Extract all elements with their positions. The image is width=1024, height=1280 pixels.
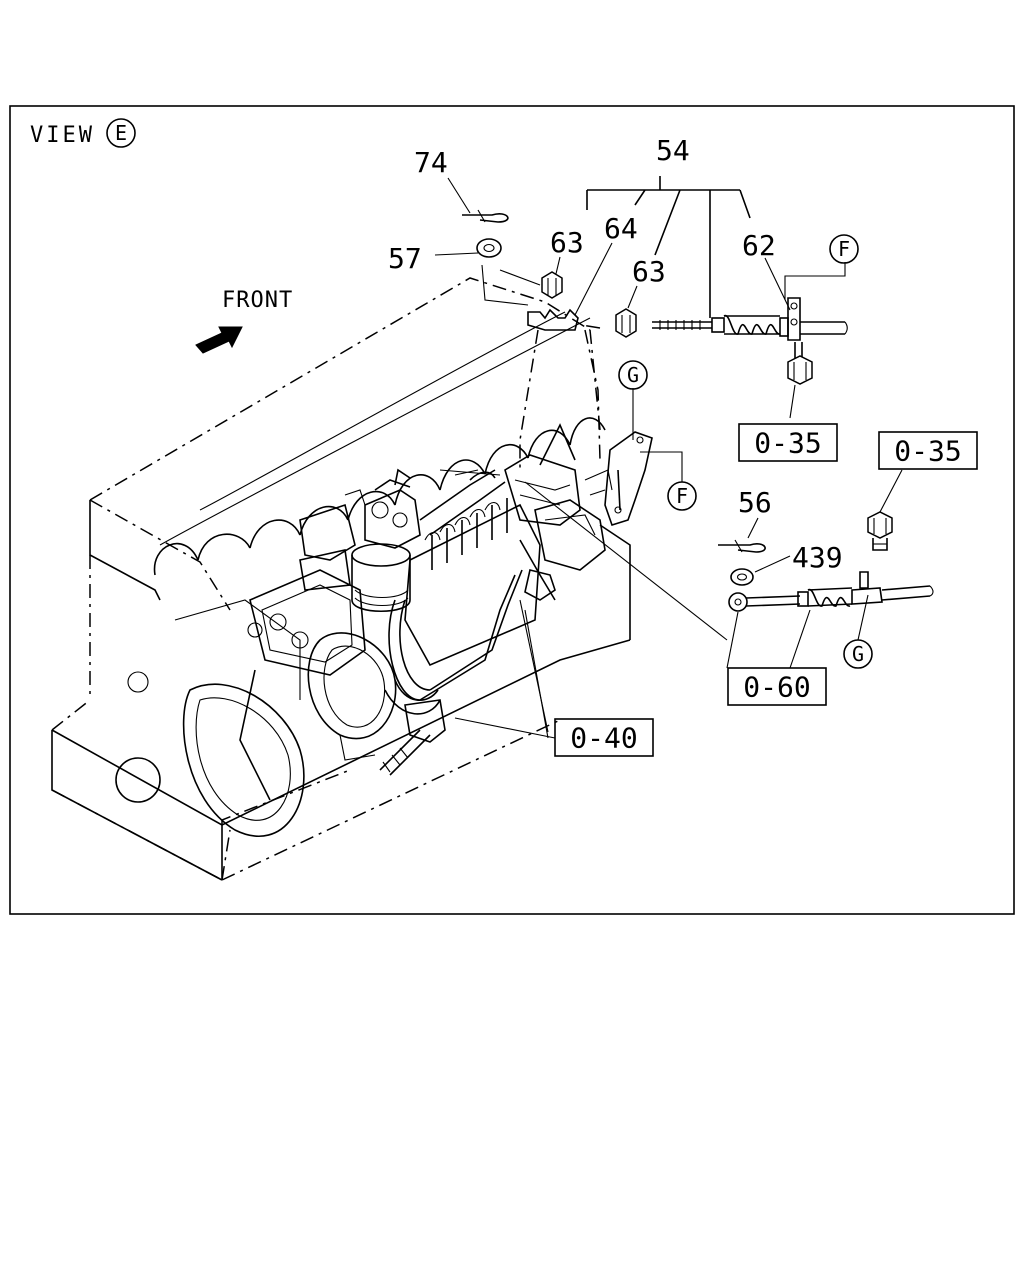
bolt-upper	[787, 342, 813, 385]
nut-63-lower	[615, 308, 637, 338]
circle-ref-f-mid-text: F	[676, 484, 688, 508]
ref-box-060-text: 0-60	[743, 671, 810, 704]
bolt-right	[867, 511, 893, 551]
front-label: FRONT	[222, 288, 293, 313]
split-pin-74	[462, 213, 509, 223]
injection-pump-assembly	[247, 423, 606, 776]
part-label-64: 64	[604, 212, 638, 245]
engine-block	[51, 277, 631, 881]
circle-ref-g-mid	[618, 360, 648, 390]
ref-box-040	[554, 718, 654, 757]
leader-lines	[434, 176, 903, 739]
view-letter: E	[115, 121, 127, 145]
part-label-439: 439	[792, 541, 843, 574]
circle-ref-g-low	[843, 639, 873, 669]
nut-63-upper	[541, 271, 563, 299]
split-pin-56	[718, 543, 766, 553]
cable-060	[728, 571, 934, 612]
ref-box-035-upper	[738, 423, 838, 462]
bracket-plate-g	[604, 431, 653, 526]
part-label-74: 74	[414, 146, 448, 179]
part-label-63-upper: 63	[550, 226, 584, 259]
circle-ref-g-mid-text: G	[627, 363, 639, 387]
circle-ref-f-top	[829, 234, 859, 264]
part-label-57: 57	[388, 242, 422, 275]
circle-ref-f-top-text: F	[838, 237, 850, 261]
cable-62	[652, 297, 848, 341]
view-label: VIEW	[30, 123, 95, 148]
part-label-54: 54	[656, 134, 690, 167]
circle-ref-f-mid	[667, 481, 697, 511]
circle-references: F G F G	[618, 234, 873, 669]
ref-box-035-right	[878, 431, 978, 470]
small-parts	[462, 209, 934, 612]
view-letter-circle	[106, 118, 136, 148]
bracket-64	[527, 308, 579, 331]
circle-ref-g-low-text: G	[852, 642, 864, 666]
reference-boxes: 0-35 0-35 0-60 0-40	[554, 423, 978, 757]
ref-box-060	[727, 667, 827, 706]
ref-box-035-right-text: 0-35	[894, 435, 961, 468]
front-arrow-icon	[195, 326, 243, 354]
part-number-labels: 74 54 57 63 64 63 62 56 439	[388, 134, 843, 574]
ref-box-035-upper-text: 0-35	[754, 427, 821, 460]
washer-439	[730, 568, 754, 586]
ref-box-040-text: 0-40	[570, 722, 637, 755]
part-label-62: 62	[742, 229, 776, 262]
diagram-frame	[9, 105, 1015, 915]
part-label-56: 56	[738, 486, 772, 519]
washer-57	[476, 238, 502, 258]
part-label-63-lower: 63	[632, 255, 666, 288]
